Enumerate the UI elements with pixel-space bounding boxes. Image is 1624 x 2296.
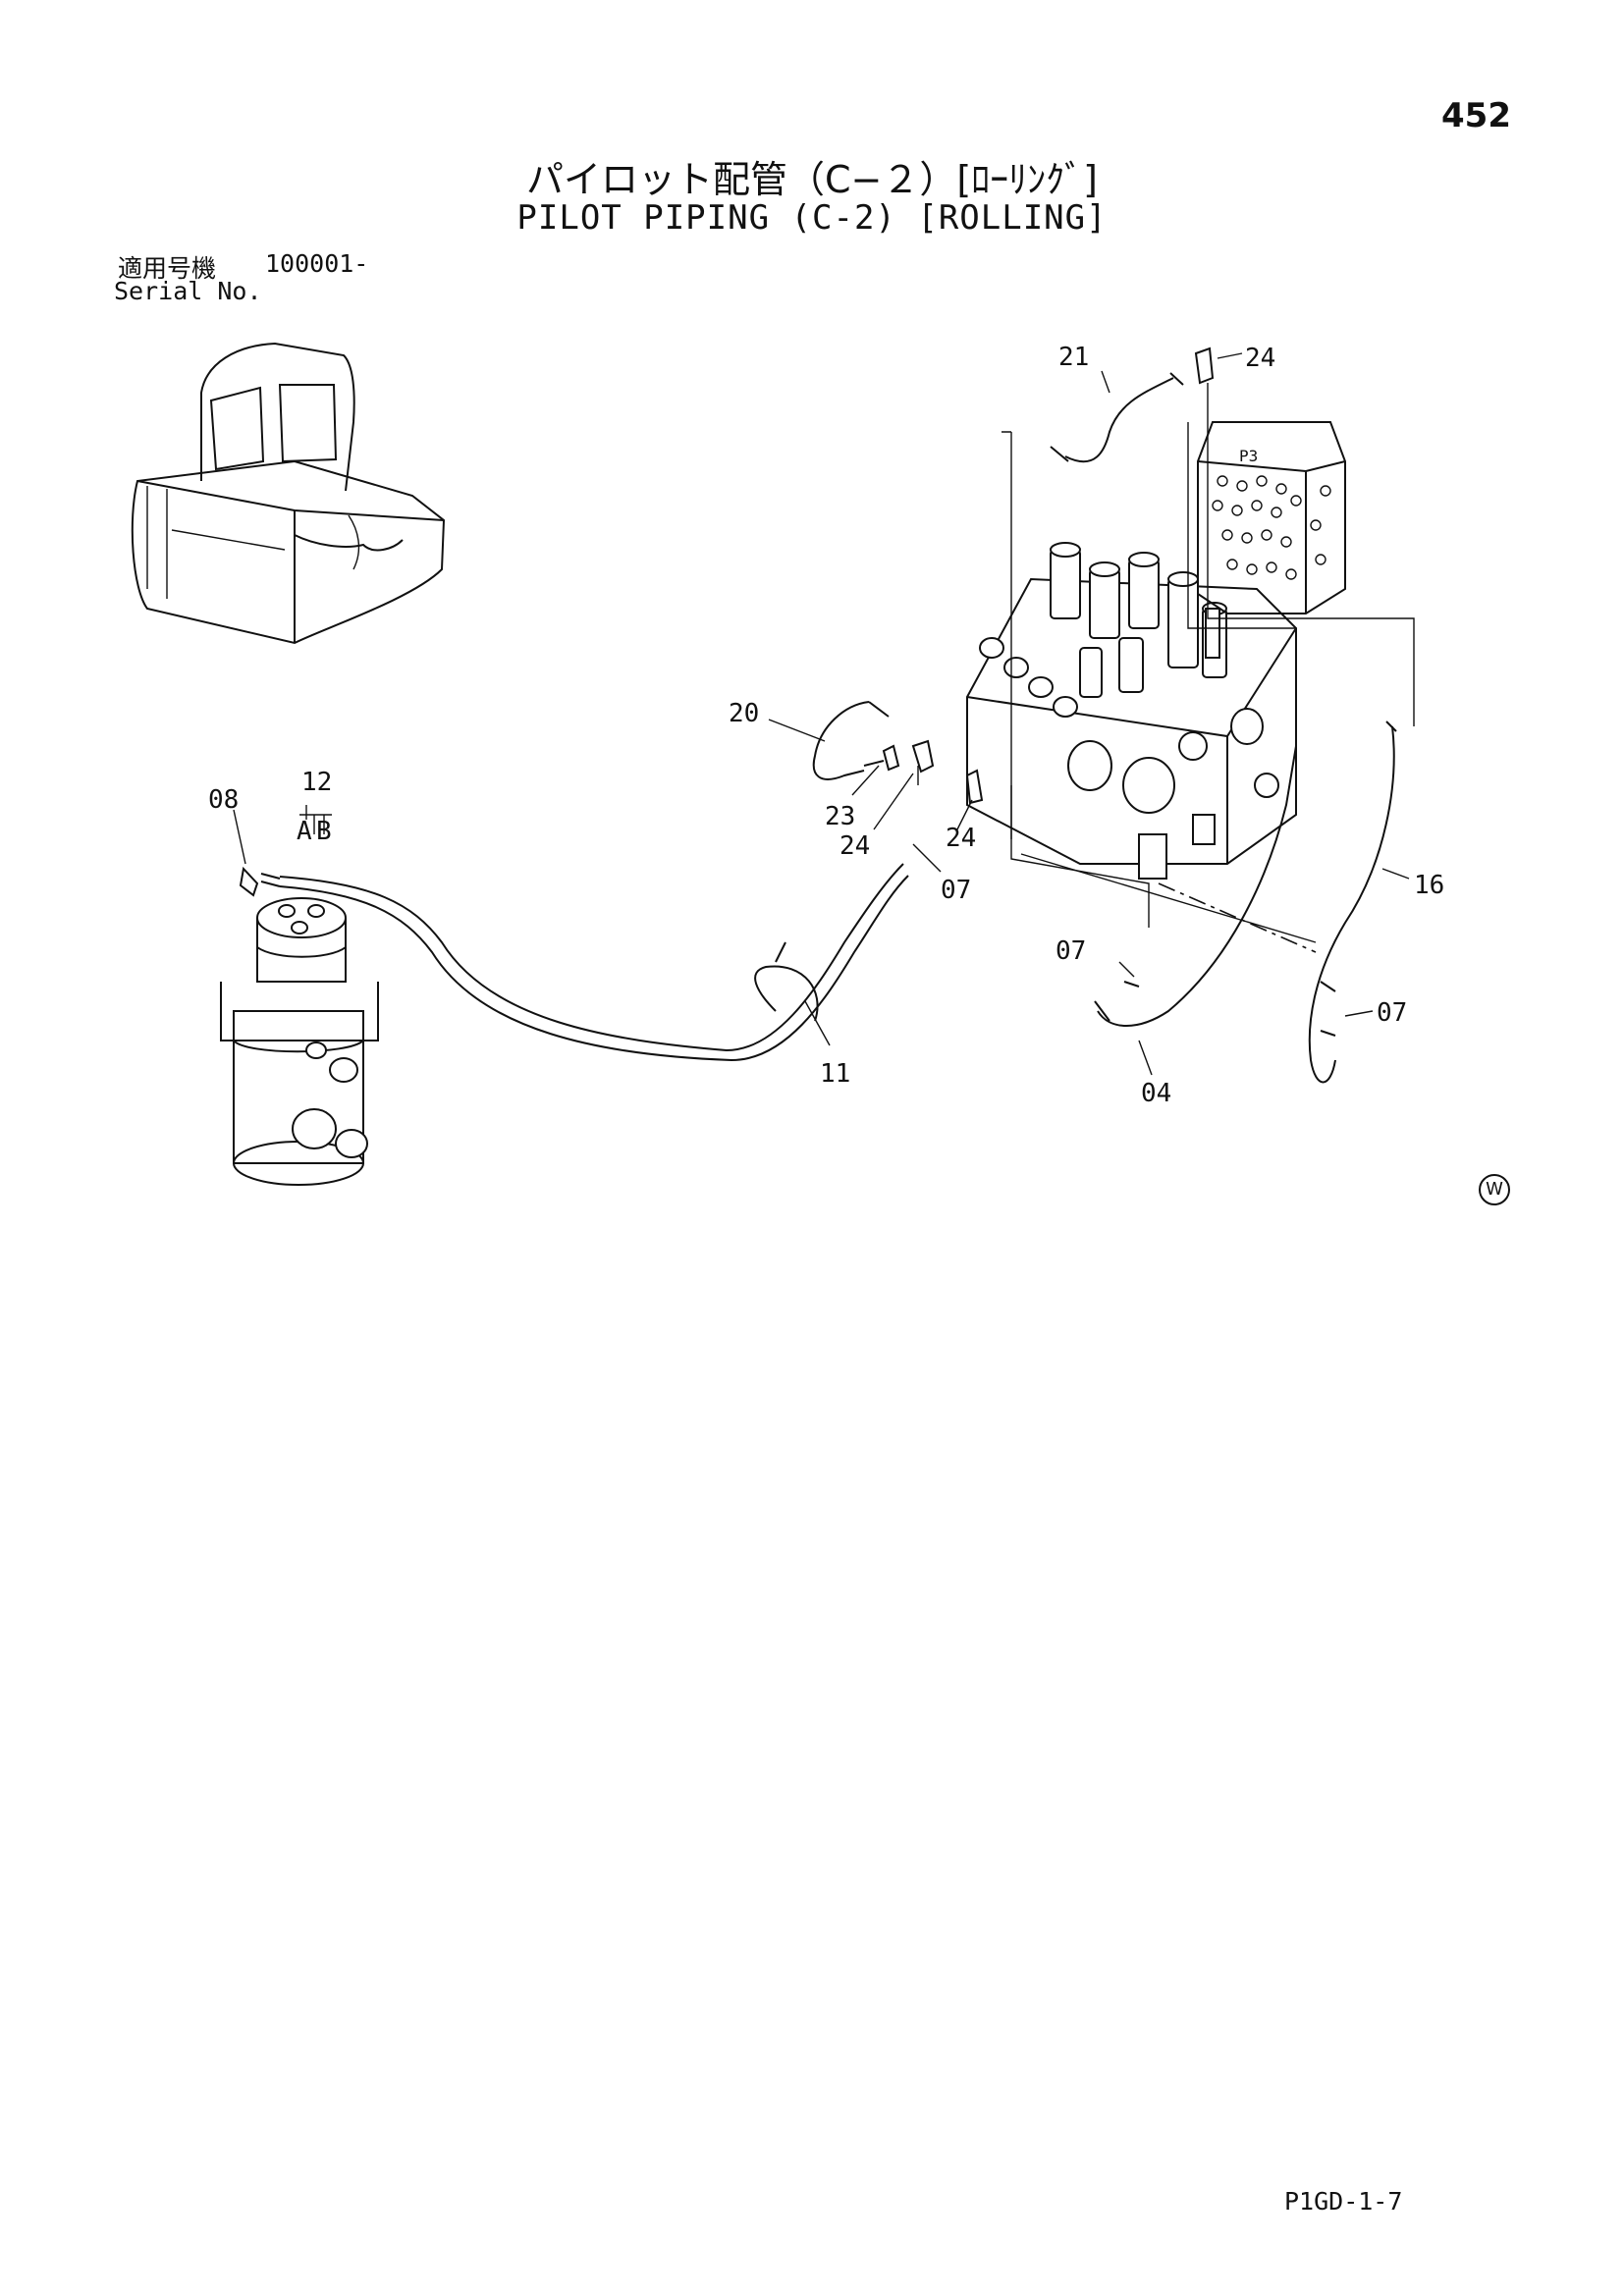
svg-text:P3: P3: [1239, 447, 1258, 465]
pipe-21-nuts: [1050, 372, 1184, 462]
callout-20: 20: [729, 699, 759, 728]
title-english: PILOT PIPING (C-2) [ROLLING]: [516, 198, 1108, 238]
w-mark-icon: W: [1479, 1174, 1510, 1205]
title-japanese: パイロット配管（C−２）[ﾛｰﾘﾝｸﾞ]: [525, 158, 1099, 201]
fitting-08-icon: [239, 866, 259, 897]
pipe-20: [812, 701, 870, 780]
page-number: 452: [1441, 96, 1511, 135]
callout-21: 21: [1058, 343, 1089, 372]
callout-04: 04: [1141, 1079, 1171, 1108]
fitting-24-mid-icon: [911, 739, 935, 774]
fitting-24-top-icon: [1194, 347, 1215, 385]
connector-12-icon: [260, 873, 281, 887]
callout-12: 12: [301, 768, 332, 797]
callout-11: 11: [820, 1059, 850, 1089]
serial-value: 100001-: [265, 249, 369, 278]
callout-08: 08: [208, 785, 239, 815]
hose-04-fitting: [1094, 981, 1140, 1022]
center-joint-icon: [220, 897, 379, 1186]
leader-lines: [233, 352, 1410, 1076]
hose-16: [1308, 725, 1395, 1084]
control-valve-icon: [966, 542, 1297, 880]
callout-07-lower: 07: [1056, 936, 1086, 966]
callout-24-mid: 24: [839, 831, 870, 861]
pipe-20-nuts: [863, 701, 890, 767]
fitting-23-icon: [882, 744, 900, 772]
callout-12-b: B: [316, 817, 332, 846]
hose-16-fittings: [1320, 721, 1397, 1037]
fitting-24-right-icon: [965, 769, 984, 805]
pilot-valve-block-icon: P3: [1197, 421, 1346, 614]
callout-16: 16: [1414, 871, 1444, 900]
callout-23: 23: [825, 802, 855, 831]
document-code: P1GD-1-7: [1284, 2187, 1403, 2216]
callout-12-a: A: [297, 817, 312, 846]
hose-04: [1097, 745, 1297, 1027]
excavator-overview-icon: [131, 342, 446, 645]
reference-lines: [917, 383, 1415, 953]
callout-24-top: 24: [1245, 344, 1275, 373]
callout-07-right: 07: [1377, 998, 1407, 1028]
serial-label-english: Serial No.: [114, 277, 262, 305]
serial-label-japanese: 適用号機: [118, 254, 217, 283]
callout-24-right: 24: [946, 824, 976, 853]
hose-11: [279, 863, 909, 1062]
pipe-21: [1064, 377, 1174, 463]
callout-07-mid: 07: [941, 876, 971, 905]
